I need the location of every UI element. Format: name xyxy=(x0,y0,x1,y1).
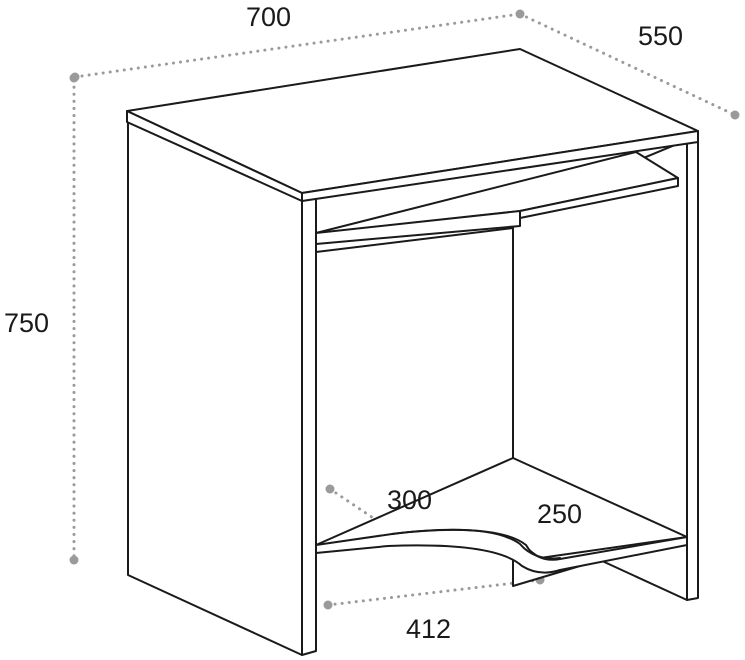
height-dimension-end-top xyxy=(69,73,79,83)
desk-drawing xyxy=(126,48,699,656)
shelf-width-dimension-line xyxy=(326,578,542,607)
right-side-panel xyxy=(686,137,699,601)
keyboard-tray-side xyxy=(519,177,679,219)
shelf-depth-label: 300 xyxy=(387,485,432,515)
shelf-curve xyxy=(391,528,561,560)
desktop-right-edge xyxy=(301,130,699,202)
depth-dimension-end xyxy=(730,110,740,120)
left-side-panel xyxy=(127,121,303,656)
under-top-line xyxy=(315,227,514,253)
width-label: 700 xyxy=(246,2,291,32)
shelf-width-label: 412 xyxy=(406,614,451,644)
shelf-width-dimension-end-a xyxy=(323,600,333,610)
dimension-labels: 700 550 750 300 250 412 xyxy=(4,2,683,644)
shelf-depth-dimension-end-a xyxy=(325,484,335,494)
depth-dimension-line xyxy=(518,12,737,117)
height-label: 750 xyxy=(4,308,49,338)
depth-label: 550 xyxy=(638,21,683,51)
left-side-panel-edge xyxy=(301,197,317,656)
height-dimension-end-bottom xyxy=(69,555,79,565)
shelf-cutout-label: 250 xyxy=(537,499,582,529)
